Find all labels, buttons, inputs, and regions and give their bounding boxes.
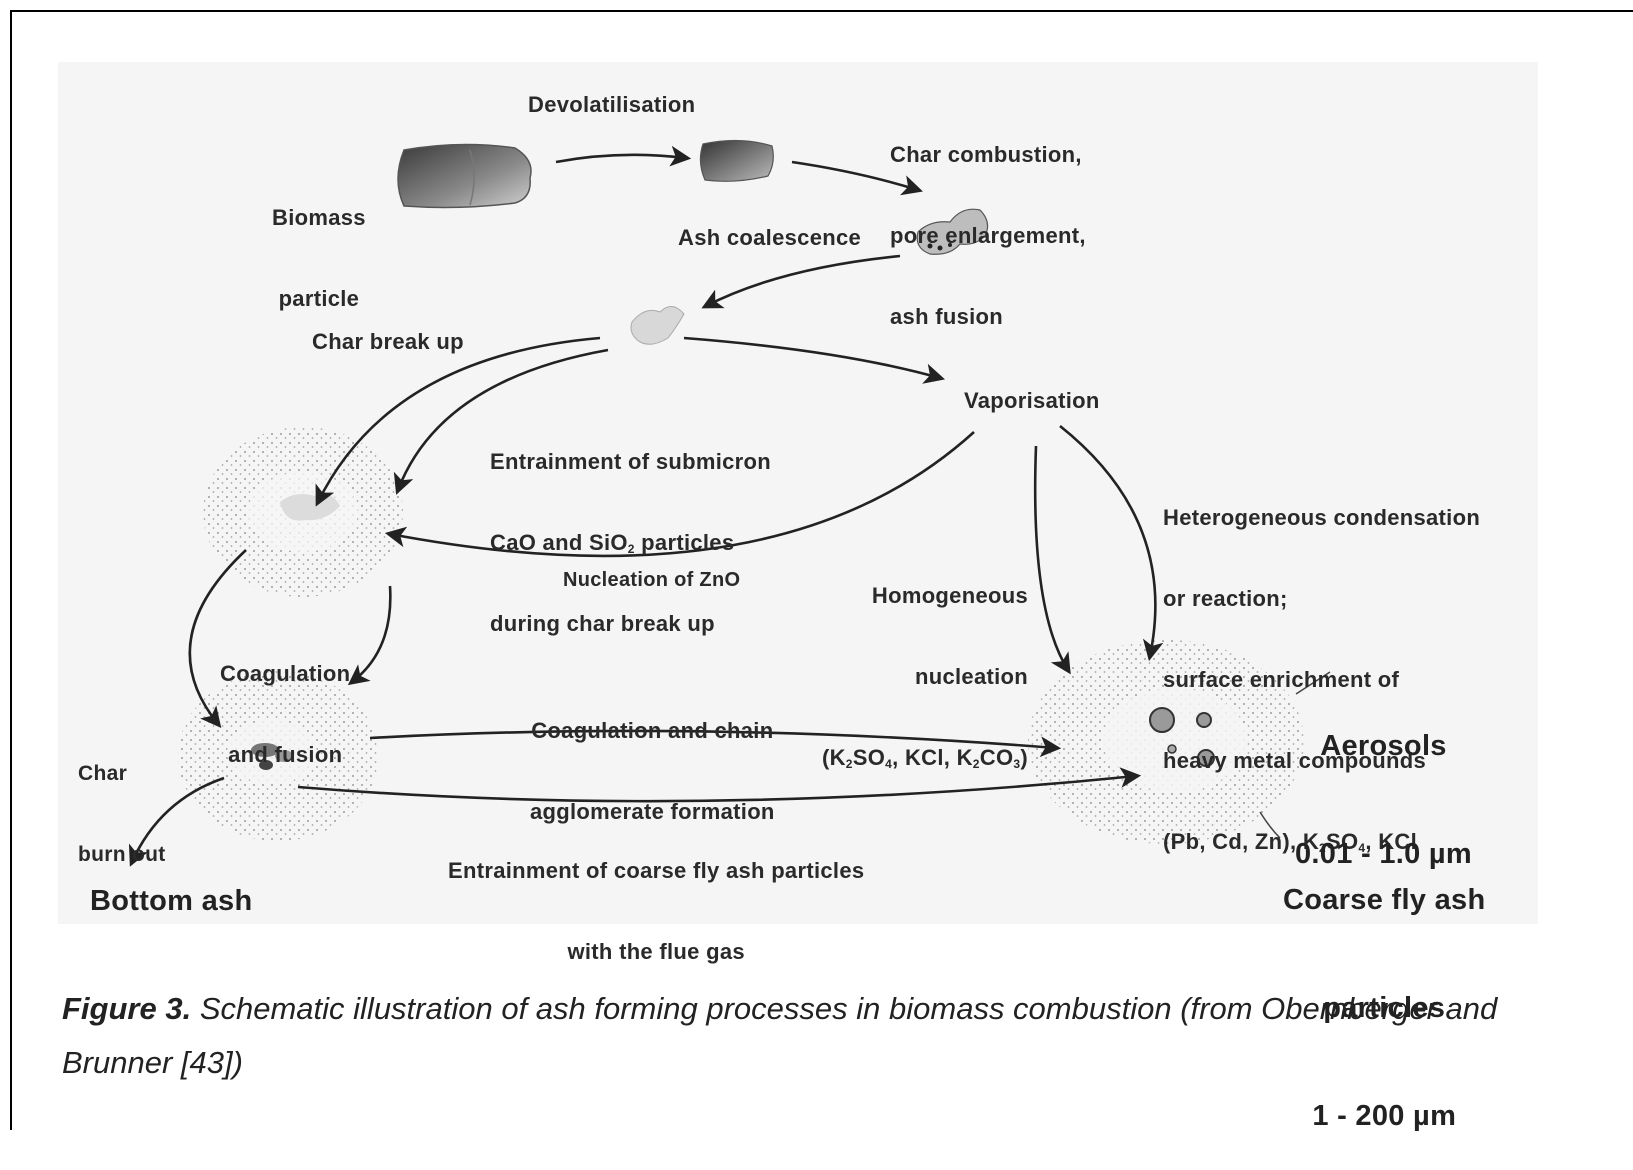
coalesced-ash-shape bbox=[630, 306, 685, 345]
arrow-char-combustion bbox=[791, 160, 923, 196]
aerosol-cloud bbox=[1028, 640, 1304, 844]
arrow-to-vaporisation bbox=[683, 336, 946, 384]
label-bottom-ash: Bottom ash bbox=[90, 885, 253, 917]
label-ash-coalescence: Ash coalescence bbox=[678, 225, 862, 250]
label-biomass-particle: Biomass particle bbox=[272, 205, 366, 311]
label-coagulation-chain: Coagulation and chain agglomerate format… bbox=[530, 718, 775, 824]
arrow-entrainment-coarse bbox=[297, 767, 1142, 803]
caption-text: Schematic illustration of ash forming pr… bbox=[62, 991, 1498, 1080]
arrow-char-break-up bbox=[315, 336, 601, 507]
label-entrainment-submicron: Entrainment of submicron CaO and SiO2 pa… bbox=[490, 449, 771, 636]
label-coarse-fly-ash: Coarse fly ash particles 1 - 200 µm bbox=[1283, 884, 1486, 1132]
label-char-break-up: Char break up bbox=[312, 329, 464, 354]
arrow-nucleation-zno bbox=[384, 431, 975, 558]
label-devolatilisation: Devolatilisation bbox=[528, 92, 696, 117]
figure-caption: Figure 3. Schematic illustration of ash … bbox=[62, 982, 1542, 1090]
label-homogeneous-nucleation: Homogeneous nucleation (K2SO4, KCl, K2CO… bbox=[821, 583, 1028, 771]
label-heterogeneous-condensation: Heterogeneous condensation or reaction; … bbox=[1163, 505, 1481, 855]
arrow-bottom-ash bbox=[128, 776, 225, 867]
burnout-cloud bbox=[178, 671, 378, 841]
arrow-coagulation-fusion bbox=[347, 585, 392, 686]
arrow-coagulation-chain bbox=[369, 729, 1062, 758]
ash-formation-diagram bbox=[128, 139, 1331, 867]
arrow-heterogeneous-condensation bbox=[1059, 424, 1164, 662]
arrow-entrainment-submicron bbox=[393, 348, 609, 495]
label-coagulation-fusion: Coagulation and fusion bbox=[220, 661, 351, 767]
label-char-burn-out: Char burn out bbox=[78, 762, 166, 866]
devolatilised-particle-shape bbox=[699, 139, 774, 182]
label-nucleation-zno: Nucleation of ZnO bbox=[563, 569, 741, 591]
char-particle-shape bbox=[916, 208, 989, 255]
arrow-burnout-from-submicron bbox=[188, 549, 247, 729]
submicron-cloud bbox=[203, 427, 403, 597]
page-border bbox=[10, 10, 1633, 1130]
arrow-ash-coalescence bbox=[701, 254, 901, 309]
arrow-homogeneous-nucleation bbox=[1033, 445, 1071, 675]
label-vaporisation: Vaporisation bbox=[964, 388, 1100, 413]
leader-lines bbox=[1259, 671, 1331, 839]
process-arrows bbox=[128, 145, 1164, 867]
arrow-devolatilisation bbox=[555, 145, 692, 167]
label-aerosols: Aerosols 0.01 - 1.0 µm bbox=[1295, 730, 1472, 870]
biomass-particle-shape bbox=[397, 143, 532, 209]
label-char-combustion: Char combustion, pore enlargement, ash f… bbox=[890, 142, 1086, 329]
figure-number: Figure 3. bbox=[62, 991, 192, 1026]
label-entrainment-coarse: Entrainment of coarse fly ash particles … bbox=[448, 858, 865, 964]
